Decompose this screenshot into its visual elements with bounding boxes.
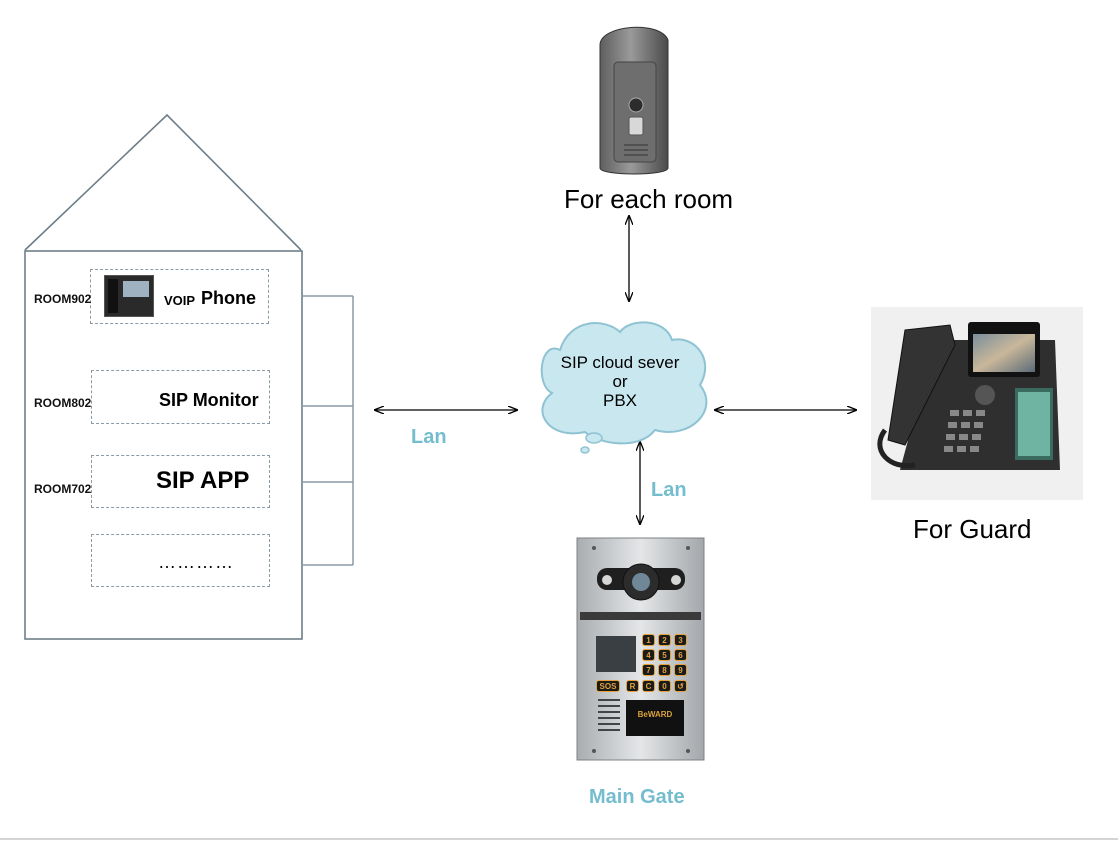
door-station-caption: For each room <box>564 184 734 214</box>
lan-label-left: Lan <box>411 426 447 448</box>
main-gate-caption: Main Gate <box>589 786 685 808</box>
lan-label-bottom: Lan <box>651 479 687 501</box>
gate-key: 4 <box>642 649 655 661</box>
sip-monitor-title: SIP Monitor <box>159 390 259 410</box>
gate-key: 7 <box>642 664 655 676</box>
gate-brand-logo: BeWARD <box>637 710 673 719</box>
gate-key: R <box>626 680 639 692</box>
phone-title: Phone <box>201 288 257 308</box>
room802-box <box>91 370 270 424</box>
room702-label: ROOM702 <box>34 482 92 496</box>
cloud-line-2: or <box>612 372 628 391</box>
gate-key: 1 <box>642 634 655 646</box>
gate-key: 0 <box>658 680 671 692</box>
more-rooms-box <box>91 534 270 587</box>
voip-prefix: VOIP <box>164 293 196 308</box>
gate-key: 8 <box>658 664 671 676</box>
house-building <box>24 113 303 640</box>
gate-key: C <box>642 680 655 692</box>
guard-ip-phone-icon <box>871 307 1083 500</box>
cloud-label: SIP cloud sever or PBX <box>545 352 695 411</box>
gate-key: 6 <box>674 649 687 661</box>
room902-label: ROOM902 <box>34 292 92 306</box>
more-rooms-ellipsis: ………… <box>158 552 234 572</box>
gate-key: ↺ <box>674 680 687 692</box>
door-station-icon <box>599 26 669 175</box>
gate-key: 2 <box>658 634 671 646</box>
guard-caption: For Guard <box>913 514 1032 544</box>
gate-key: SOS <box>596 680 620 692</box>
cloud-line-1: SIP cloud sever <box>560 353 680 372</box>
gate-key: 9 <box>674 664 687 676</box>
gate-key: 5 <box>658 649 671 661</box>
room902-box <box>90 269 269 324</box>
room702-box <box>91 455 270 508</box>
sip-cloud-shape <box>540 321 708 454</box>
sip-app-title: SIP APP <box>156 467 250 494</box>
cloud-line-3: PBX <box>602 391 638 410</box>
bottom-divider <box>0 838 1118 840</box>
desk-phone-icon <box>104 275 154 317</box>
room802-label: ROOM802 <box>34 396 92 410</box>
gate-key: 3 <box>674 634 687 646</box>
room-bus-lines <box>302 295 354 566</box>
